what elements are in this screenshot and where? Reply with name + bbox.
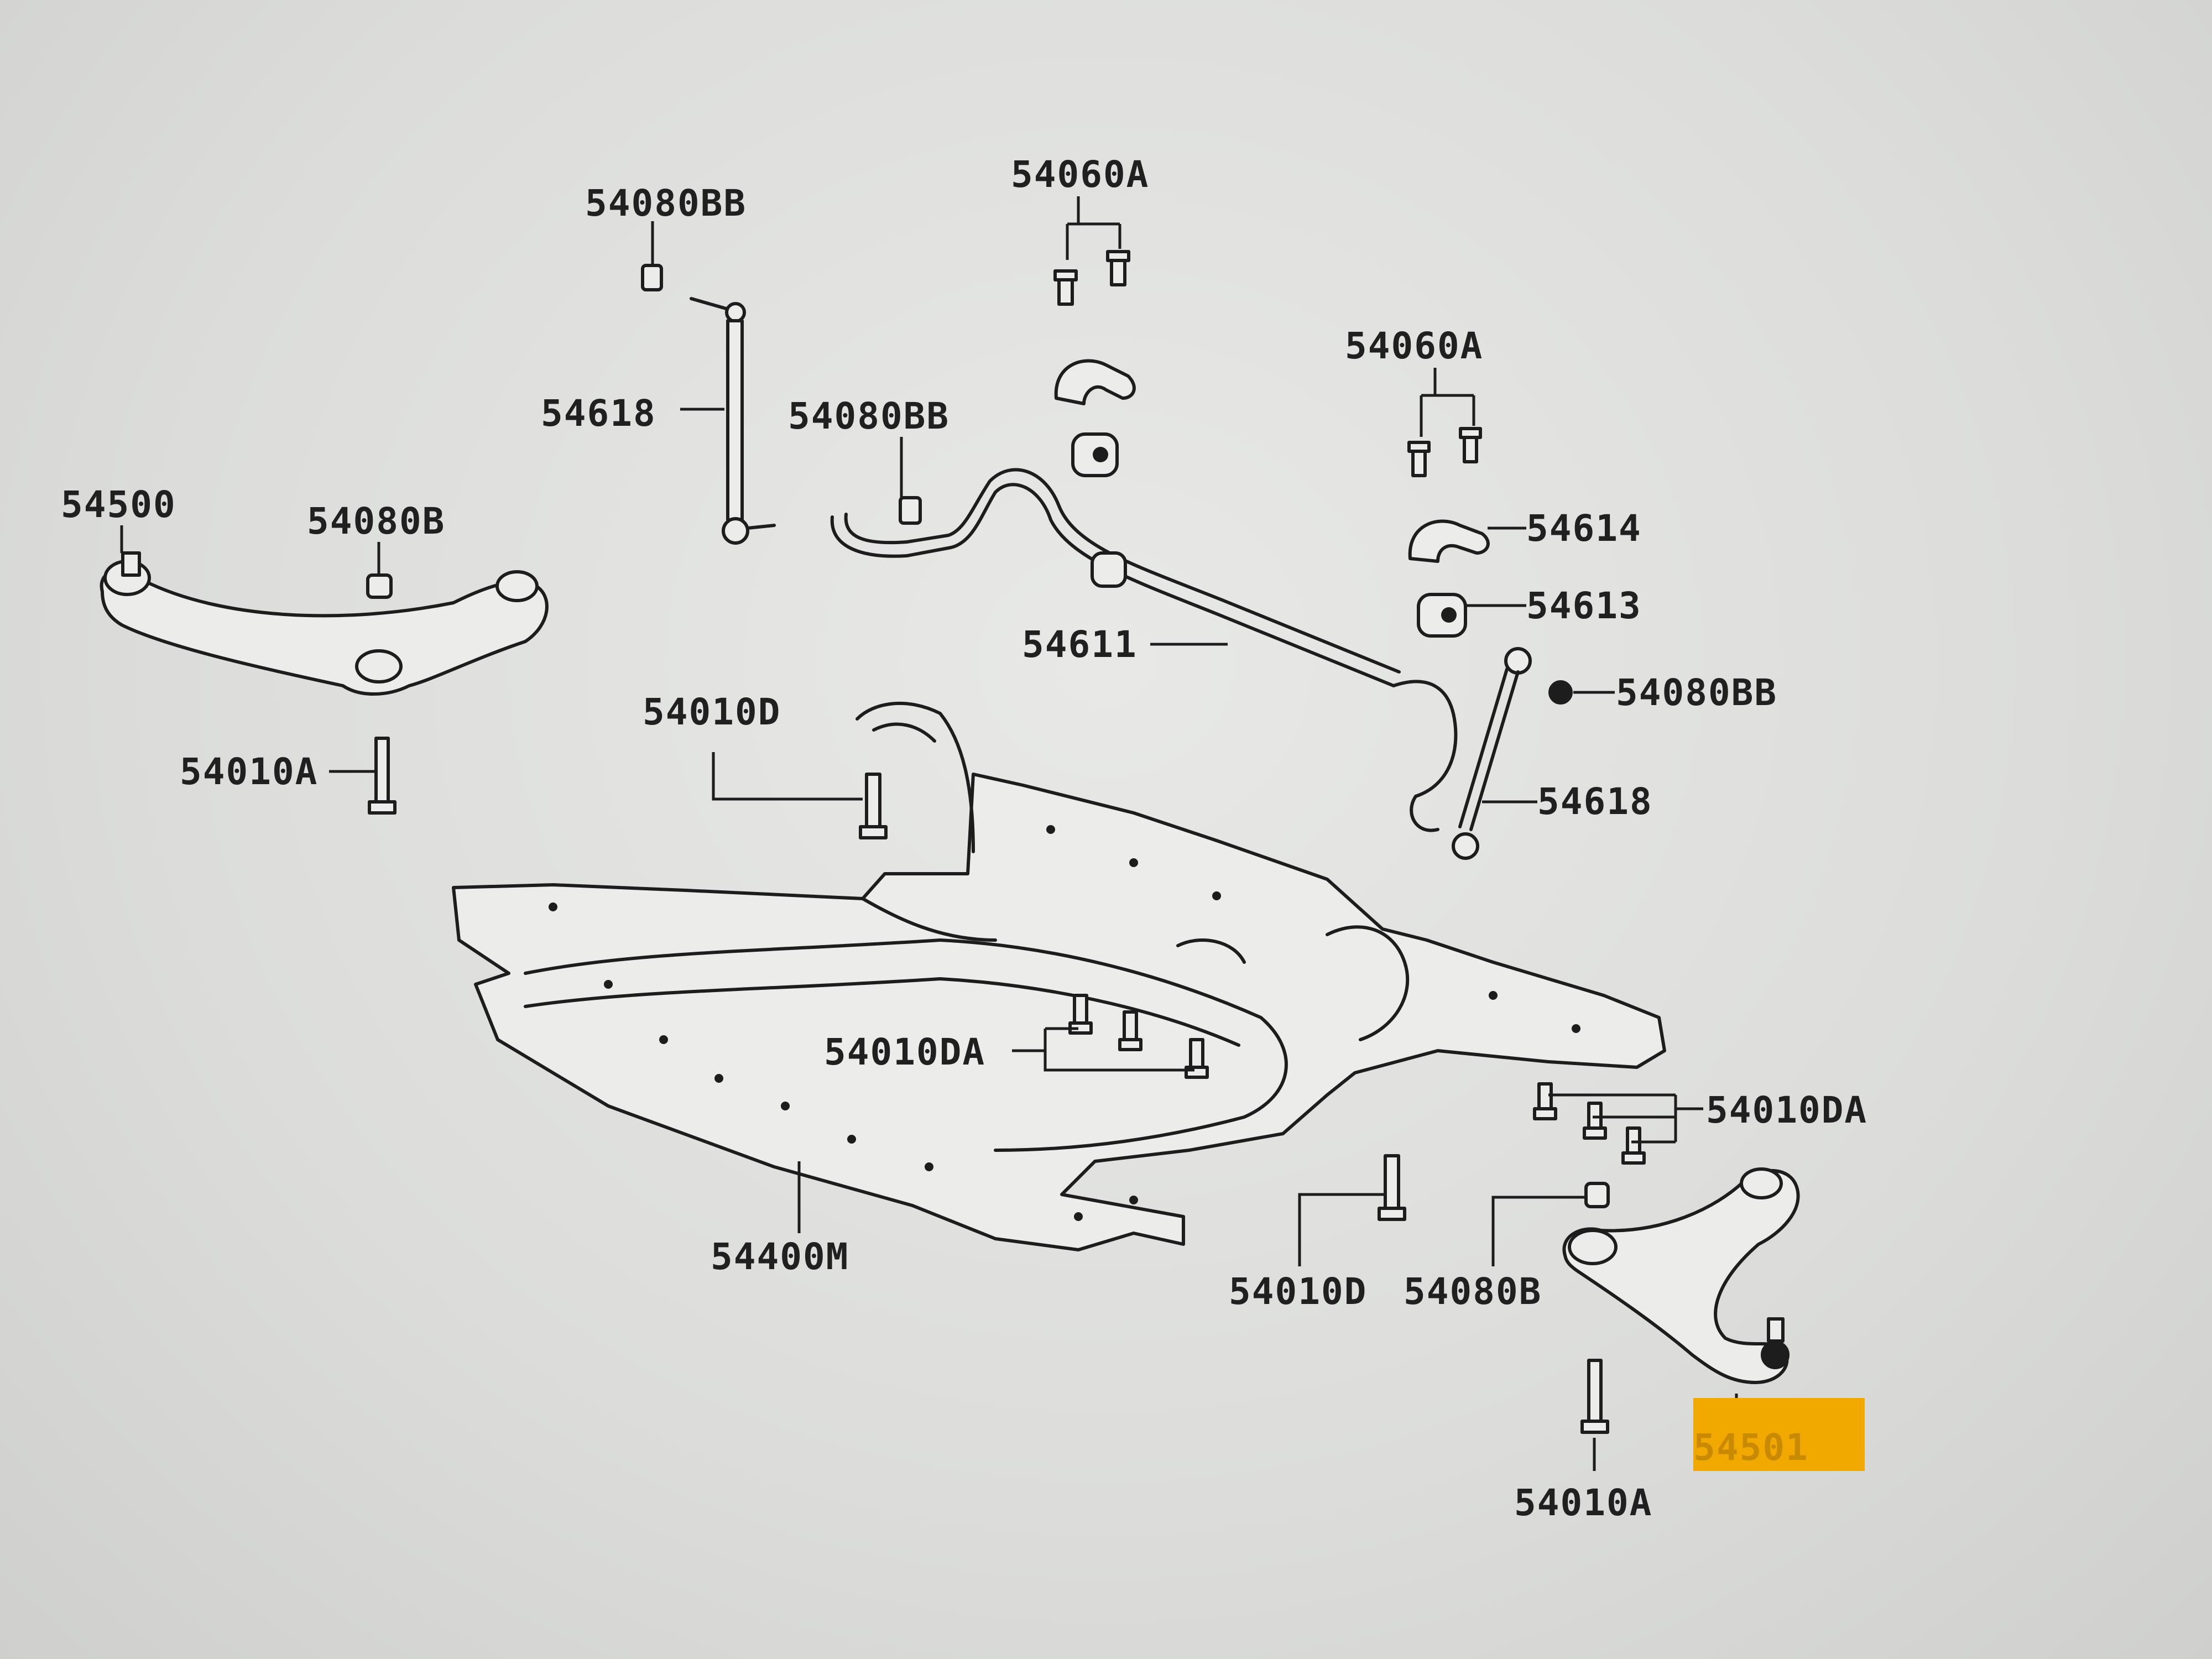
- label-link-nut-right: 54080BB: [1616, 671, 1777, 714]
- label-frame-bolts-mid: 54010DA: [824, 1031, 985, 1073]
- label-frame-bolt-top: 54010D: [643, 691, 781, 733]
- label-left-arm: 54500: [61, 483, 176, 526]
- bolt-54010D-bottom: [1378, 1154, 1406, 1221]
- part-highlight: [1693, 1398, 1865, 1471]
- label-right-arm-bolt: 54010A: [1514, 1481, 1652, 1524]
- label-link-nut-mid: 54080BB: [788, 395, 950, 437]
- member-holes: [549, 825, 1580, 1221]
- label-right-arm: 54501: [1693, 1426, 1809, 1469]
- bolt-54010A-right: [1580, 1359, 1609, 1434]
- leader-lines: [120, 196, 1738, 1471]
- part-labels: 54060A 54080BB 54060A 54618 54080BB 5450…: [61, 153, 1867, 1524]
- label-link-left: 54618: [541, 392, 656, 435]
- transverse-link-left: [100, 551, 549, 696]
- nut-54080B-right: [1584, 1182, 1610, 1208]
- nut-54080BB-mid: [899, 496, 922, 525]
- label-frame-bolts-right: 54010DA: [1706, 1089, 1867, 1131]
- bolt-pair-right: [1407, 427, 1482, 477]
- stabilizer-link-right: [1452, 647, 1532, 860]
- label-stabilizer: 54611: [1022, 623, 1138, 666]
- label-right-bolts: 54060A: [1345, 325, 1483, 367]
- label-left-arm-nut: 54080B: [307, 500, 445, 542]
- bushing-54613: [1417, 593, 1467, 638]
- label-link-right: 54618: [1537, 780, 1653, 823]
- label-right-arm-nut: 54080B: [1404, 1270, 1542, 1313]
- bolt-group-54010DA-mid: [1068, 994, 1209, 1079]
- label-left-arm-bolt: 54010A: [180, 750, 318, 793]
- label-top-bolts: 54060A: [1011, 153, 1149, 196]
- label-link-nut-top: 54080BB: [585, 182, 747, 225]
- clamp-54614: [1408, 519, 1490, 563]
- label-bushing: 54613: [1526, 585, 1642, 627]
- bolt-group-54010DA-right: [1533, 1082, 1646, 1165]
- transverse-link-right: [1562, 1167, 1800, 1384]
- nut-54080BB-top: [641, 264, 663, 291]
- label-member: 54400M: [711, 1235, 849, 1278]
- label-clamp: 54614: [1526, 507, 1642, 550]
- stabilizer-link-left: [690, 297, 776, 545]
- nut-54080BB-right: [1548, 680, 1573, 705]
- label-frame-bolt-bottom: 54010D: [1229, 1270, 1367, 1313]
- bolt-54010A-left: [368, 737, 397, 815]
- bracket-and-bushing-top: [1054, 359, 1136, 477]
- suspension-member: [452, 701, 1666, 1251]
- stabilizer-bar: [830, 468, 1458, 832]
- bolt-54010D-top: [859, 773, 888, 839]
- bolt-pair-top: [1053, 250, 1130, 306]
